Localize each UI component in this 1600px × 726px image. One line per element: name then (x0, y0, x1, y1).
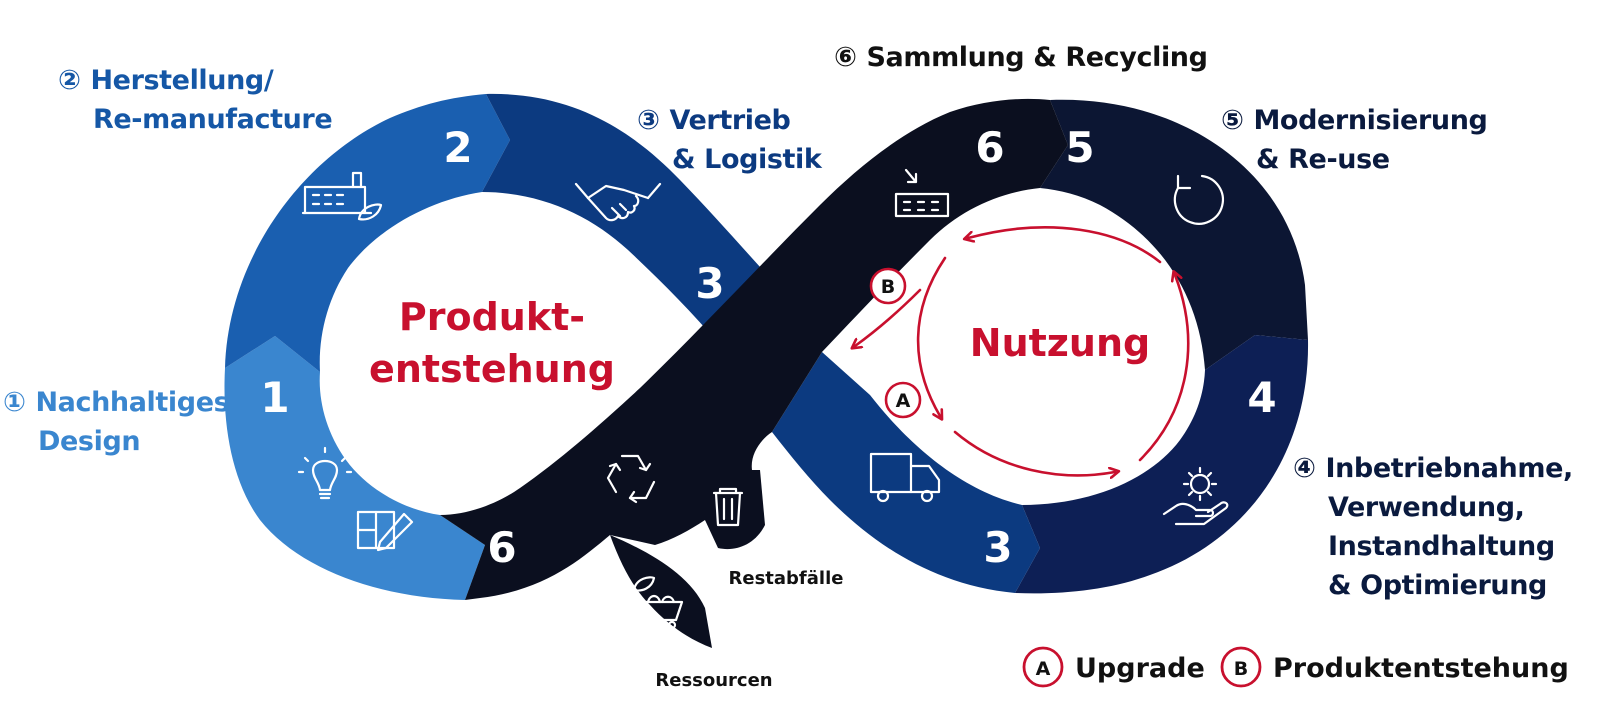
svg-text:Instandhaltung: Instandhaltung (1328, 531, 1555, 562)
upgrade-cycle-arrows (855, 226, 1190, 475)
legend-item-upgrade: A Upgrade (1022, 646, 1205, 688)
segment-5 (1040, 99, 1308, 370)
segment-number-3-left: 3 (695, 259, 724, 308)
legend-item-produktentstehung: B Produktentstehung (1220, 646, 1569, 688)
left-loop (224, 93, 770, 600)
arrow-bottom (953, 430, 1115, 475)
svg-text:B: B (881, 276, 895, 298)
segment-3-left (482, 93, 770, 345)
segment-number-5: 5 (1065, 123, 1094, 172)
resources-branch (610, 535, 712, 648)
segment-3-right (772, 352, 1040, 593)
label-restabfaelle: Restabfälle (729, 568, 844, 589)
trash-bin-icon (712, 487, 744, 527)
arrow-b (855, 288, 922, 346)
segment-number-6-right: 6 (975, 123, 1004, 172)
arrow-a (916, 256, 947, 416)
hand-gear-icon (1162, 466, 1229, 526)
svg-text:B: B (1234, 658, 1248, 680)
recycle-icon (606, 454, 656, 504)
segment-number-6-left: 6 (487, 523, 516, 572)
svg-text:Produktentstehung: Produktentstehung (1273, 653, 1569, 684)
badge-b: B (869, 267, 907, 305)
svg-text:Upgrade: Upgrade (1075, 653, 1205, 684)
arrow-right (1138, 275, 1190, 462)
factory-leaf-icon (301, 171, 383, 221)
svg-text:& Optimierung: & Optimierung (1328, 570, 1547, 601)
svg-text:A: A (896, 390, 911, 412)
ore-cart-leaf-icon (632, 576, 684, 630)
segment-number-1: 1 (260, 373, 289, 422)
svg-text:& Re-use: & Re-use (1256, 144, 1390, 175)
svg-text:Verwendung,: Verwendung, (1328, 492, 1524, 523)
waste-branch (705, 470, 765, 550)
delivery-truck-icon (869, 452, 941, 503)
center-left-line2: entstehung (369, 347, 615, 391)
sketch-pencil-icon (356, 510, 414, 552)
legend: A Upgrade B Produktentstehung (1022, 646, 1569, 688)
segment-number-4: 4 (1247, 373, 1276, 422)
segment-4 (1015, 335, 1309, 594)
segment-1 (224, 336, 485, 600)
arrow-top (968, 226, 1162, 264)
lightbulb-icon (297, 446, 353, 500)
segment-number-2: 2 (443, 123, 472, 172)
svg-text:A: A (1036, 658, 1051, 680)
right-loop (772, 99, 1309, 594)
segment-6-body (440, 98, 1068, 600)
svg-text:Re-manufacture: Re-manufacture (93, 104, 332, 135)
segment-2 (225, 94, 510, 372)
handshake-icon (574, 182, 662, 222)
badge-a: A (884, 381, 922, 419)
segment-number-3-right: 3 (983, 523, 1012, 572)
svg-text:& Logistik: & Logistik (672, 144, 823, 175)
svg-text:Design: Design (38, 426, 140, 457)
label-ressourcen: Ressourcen (655, 670, 772, 691)
center-right: Nutzung (970, 321, 1150, 365)
center-left-line1: Produkt- (399, 295, 585, 339)
factory-inbound-icon (894, 168, 950, 218)
refresh-icon (1173, 174, 1224, 225)
